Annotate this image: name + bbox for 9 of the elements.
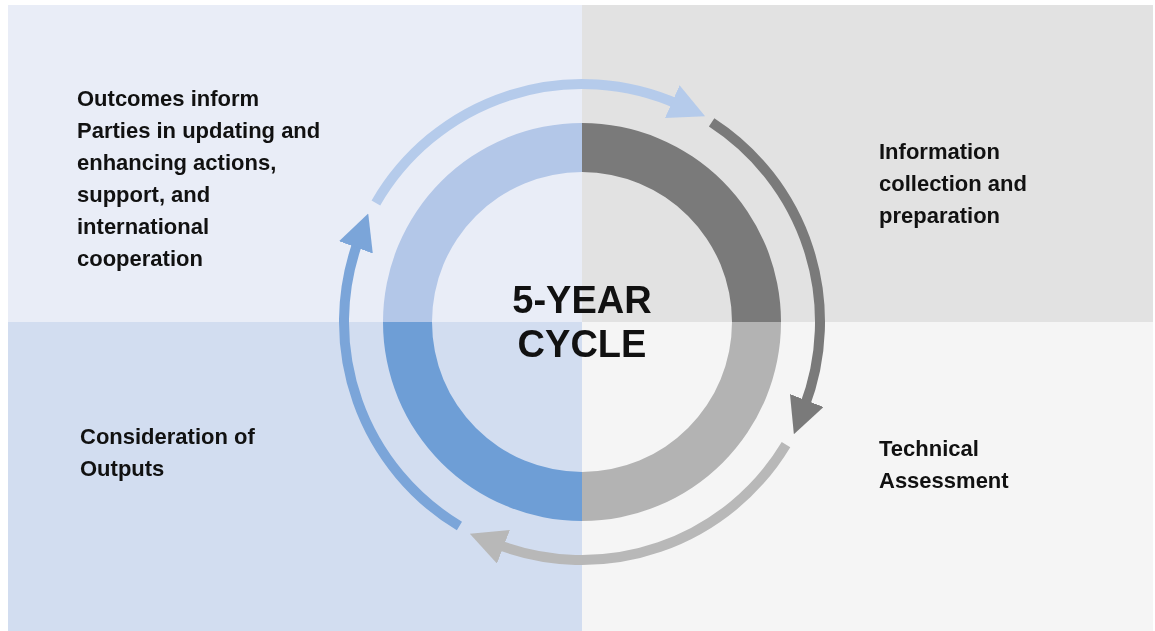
step-text: Consideration of Outputs [80,423,256,483]
step-text: Information collection and preparation [879,138,1028,230]
step-text: Outcomes inform Parties in updating and enhancing actions, support, and international cooperation [77,85,322,273]
arrow [708,118,825,435]
step-text: Technical Assessment [879,435,1010,495]
arrow [469,441,791,565]
arrow [371,79,706,206]
cycle-label: 5-YEAR CYCLE [492,278,672,366]
arrow [339,212,463,531]
